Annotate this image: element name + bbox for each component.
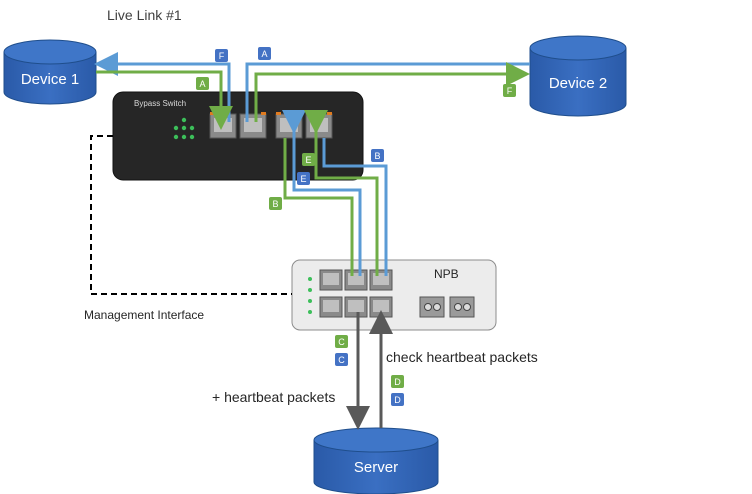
- link-a-green: [96, 70, 233, 130]
- switch-port-3: [275, 112, 303, 139]
- bypass-switch-label: Bypass Switch: [134, 99, 186, 108]
- device-2: Device 2: [529, 35, 627, 117]
- npb-port-bottom-2: [344, 296, 368, 318]
- npb-port-top-3: [369, 269, 393, 291]
- status-leds: [173, 117, 195, 140]
- badge-c-blue: C: [335, 353, 348, 366]
- link-f-blue: [94, 52, 231, 122]
- badge-d-blue: D: [391, 393, 404, 406]
- badge-b-green-text: B: [272, 199, 278, 209]
- switch-port-2: [239, 112, 267, 139]
- badge-f-blue-text: F: [219, 51, 225, 61]
- badge-e-green-text: E: [305, 155, 311, 165]
- badge-e-blue-text: E: [300, 174, 306, 184]
- npb-leds: [308, 277, 312, 314]
- npb-port-top-2: [344, 269, 368, 291]
- server: Server: [313, 427, 439, 494]
- badge-d-blue-text: D: [394, 395, 401, 405]
- badge-b-blue: B: [371, 149, 384, 162]
- management-link: [90, 135, 292, 295]
- npb-port-top-1: [319, 269, 343, 291]
- device-2-label: Device 2: [549, 75, 607, 92]
- server-label: Server: [354, 459, 398, 476]
- npb-label: NPB: [434, 267, 459, 281]
- switch-port-1: [209, 112, 237, 139]
- link-b-blue: [322, 138, 388, 276]
- badge-c-green: C: [335, 335, 348, 348]
- badge-a-green-text: A: [199, 79, 205, 89]
- badge-e-green: E: [302, 153, 315, 166]
- badge-d-green-text: D: [394, 377, 401, 387]
- npb-fiber-port-1: [419, 296, 445, 318]
- npb-port-bottom-1: [319, 296, 343, 318]
- badge-a-blue: A: [258, 47, 271, 60]
- management-interface-label: Management Interface: [84, 308, 204, 322]
- badge-f-green-text: F: [507, 86, 513, 96]
- badge-a-blue-text: A: [261, 49, 267, 59]
- link-e-blue: [282, 110, 362, 276]
- link-e-green: [304, 110, 379, 276]
- badge-c-green-text: C: [338, 337, 345, 347]
- badge-e-blue: E: [297, 172, 310, 185]
- npb: NPB: [291, 259, 497, 331]
- device-1: Device 1: [3, 39, 97, 105]
- badge-f-blue: F: [215, 49, 228, 62]
- check-heartbeat-label: check heartbeat packets: [386, 349, 538, 365]
- badge-a-green: A: [196, 77, 209, 90]
- diagram-title: Live Link #1: [107, 7, 182, 23]
- badge-c-blue-text: C: [338, 355, 345, 365]
- badge-f-green: F: [503, 84, 516, 97]
- badge-d-green: D: [391, 375, 404, 388]
- badge-b-blue-text: B: [374, 151, 380, 161]
- link-b-green: [283, 138, 354, 276]
- device-1-label: Device 1: [21, 71, 79, 88]
- badge-b-green: B: [269, 197, 282, 210]
- npb-fiber-port-2: [449, 296, 475, 318]
- switch-port-4: [305, 112, 333, 139]
- add-heartbeat-label: + heartbeat packets: [212, 389, 335, 405]
- npb-port-bottom-3: [369, 296, 393, 318]
- link-a-blue: [245, 62, 530, 122]
- link-f-green: [254, 62, 530, 122]
